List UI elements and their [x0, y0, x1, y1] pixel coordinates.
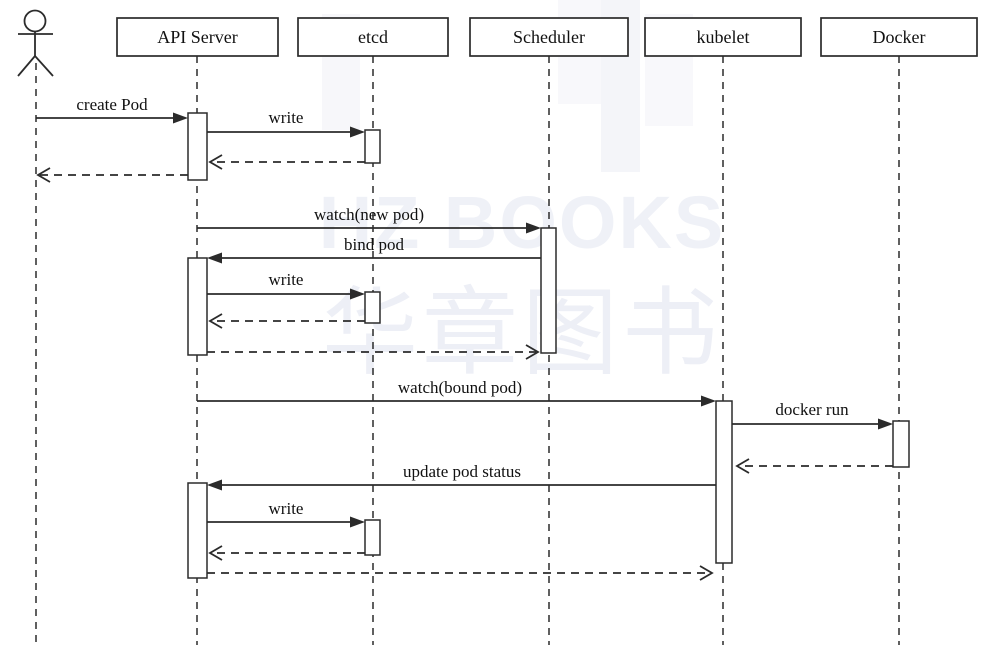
participant-api-server: API Server — [116, 17, 279, 57]
arrowhead-open-left-icon — [735, 458, 750, 474]
arrowhead-left-icon — [207, 479, 222, 491]
participant-label: Docker — [873, 27, 926, 47]
watermark-brand-text: HZ BOOKS — [319, 181, 726, 264]
message-label: write — [269, 270, 304, 289]
activation-bars — [187, 112, 910, 579]
actor-leg-right — [34, 55, 54, 77]
participant-box — [820, 17, 978, 57]
participant-label: kubelet — [697, 27, 750, 47]
message-label: docker run — [775, 400, 849, 419]
participant-etcd: etcd — [297, 17, 449, 57]
activation-api-server-1 — [187, 112, 208, 181]
message-label: write — [269, 499, 304, 518]
activation-etcd-3 — [364, 519, 381, 556]
activation-etcd-1 — [364, 129, 381, 164]
arrowhead-open-left-icon — [208, 313, 223, 329]
message-write-1: write — [207, 108, 365, 138]
arrowhead-right-icon — [701, 395, 716, 407]
participant-label: etcd — [358, 27, 388, 47]
participant-docker: Docker — [820, 17, 978, 57]
return-etcd-to-api-server-2 — [208, 313, 365, 329]
activation-etcd-2 — [364, 291, 381, 324]
return-api-server-to-kubelet — [207, 565, 714, 581]
arrowhead-left-icon — [207, 252, 222, 264]
actor-head — [23, 9, 47, 33]
arrowhead-open-right-icon — [699, 565, 714, 581]
message-watch-new-pod: watch(new pod) — [197, 205, 541, 234]
lifelines — [35, 56, 900, 645]
message-create-pod: create Pod — [36, 95, 188, 124]
message-write-3: write — [207, 499, 365, 528]
arrowhead-open-right-icon — [525, 344, 540, 360]
arrowhead-open-left-icon — [208, 154, 223, 170]
arrowhead-open-left-icon — [208, 545, 223, 561]
activation-api-server-3 — [187, 482, 208, 579]
message-write-2: write — [207, 270, 365, 300]
activation-scheduler-1 — [540, 227, 557, 354]
arrowhead-right-icon — [526, 222, 541, 234]
arrowhead-open-left-icon — [36, 167, 51, 183]
activation-docker-1 — [892, 420, 910, 468]
participant-box — [469, 17, 629, 57]
arrowhead-right-icon — [350, 288, 365, 300]
watermark: HZ BOOKS 华章图书 — [319, 0, 726, 389]
participant-box — [116, 17, 279, 57]
message-label: update pod status — [403, 462, 521, 481]
message-label: bind pod — [344, 235, 404, 254]
messages: create Pod write watch(new pod) — [36, 95, 893, 581]
participant-box — [644, 17, 802, 57]
activation-api-server-2 — [187, 257, 208, 356]
watermark-cjk-text: 华章图书 — [322, 277, 722, 389]
message-label: create Pod — [76, 95, 148, 114]
participant-scheduler: Scheduler — [469, 17, 629, 57]
participant-label: API Server — [157, 27, 237, 47]
message-label: watch(bound pod) — [398, 378, 522, 397]
participant-box — [297, 17, 449, 57]
actor-user-icon — [17, 9, 54, 77]
return-api-server-to-user — [36, 167, 188, 183]
activation-kubelet-1 — [715, 400, 733, 564]
participant-kubelet: kubelet — [644, 17, 802, 57]
return-docker-to-kubelet — [735, 458, 893, 474]
return-etcd-to-api-server-3 — [208, 545, 365, 561]
participant-headers: API Server etcd Scheduler kubelet Docker — [116, 17, 978, 57]
message-label: write — [269, 108, 304, 127]
return-api-server-to-scheduler — [207, 344, 540, 360]
message-watch-bound-pod: watch(bound pod) — [197, 378, 716, 407]
participant-label: Scheduler — [513, 27, 585, 47]
arrowhead-right-icon — [350, 516, 365, 528]
arrowhead-right-icon — [173, 112, 188, 124]
arrowhead-right-icon — [350, 126, 365, 138]
message-bind-pod: bind pod — [207, 235, 541, 264]
message-docker-run: docker run — [732, 400, 893, 430]
return-etcd-to-api-server-1 — [208, 154, 365, 170]
message-label: watch(new pod) — [314, 205, 424, 224]
message-update-pod-status: update pod status — [207, 462, 716, 491]
actor-leg-left — [17, 55, 36, 77]
arrowhead-right-icon — [878, 418, 893, 430]
